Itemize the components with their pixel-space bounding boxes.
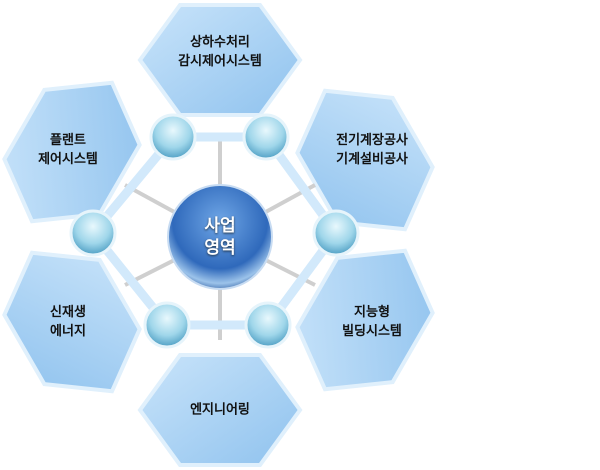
center-circle bbox=[167, 184, 273, 290]
node-sphere-5 bbox=[69, 209, 117, 257]
hexagon-3 bbox=[137, 353, 303, 467]
node-sphere-0 bbox=[149, 113, 197, 161]
hexagon-1 bbox=[295, 88, 435, 232]
node-sphere-3 bbox=[244, 301, 292, 349]
area-engineering[interactable]: 엔지니어링 bbox=[190, 402, 250, 418]
hexagon-2 bbox=[295, 248, 435, 392]
node-sphere-1 bbox=[242, 113, 290, 161]
hexagon-4 bbox=[2, 250, 142, 394]
node-sphere-2 bbox=[312, 209, 360, 257]
node-sphere-4 bbox=[143, 301, 191, 349]
